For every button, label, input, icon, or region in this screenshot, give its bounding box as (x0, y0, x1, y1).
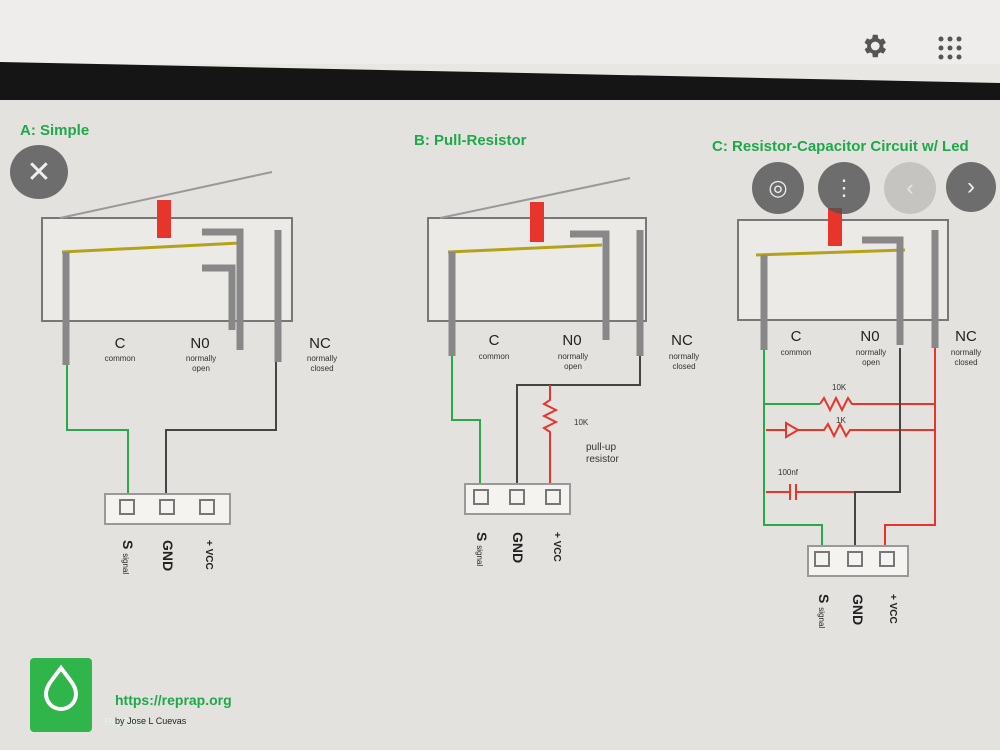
pin-gnd: GND (850, 594, 866, 626)
pin-vcc: + VCC (887, 594, 898, 624)
contact-nc-sub: normally closed (306, 354, 338, 373)
contact-no-sub: normally open (557, 352, 589, 371)
contact-c-sub: common (780, 348, 812, 357)
pin-vcc: + VCC (551, 532, 562, 562)
author-credit: by Jose L Cuevas (115, 716, 187, 726)
contact-nc-label: NC (955, 328, 977, 345)
resistor-label: 10K (574, 418, 589, 427)
pin-s: S signal (816, 594, 832, 629)
contact-c-sub: common (104, 354, 136, 363)
contact-no-label: N0 (860, 328, 880, 345)
pull-up-note: pull-up resistor (586, 442, 619, 465)
gear-icon[interactable] (856, 28, 892, 64)
contact-c-label: C (488, 332, 500, 349)
contact-c-label: C (790, 328, 802, 345)
pin-vcc: + VCC (203, 540, 214, 570)
contact-nc-sub: normally closed (950, 348, 982, 367)
contact-nc-sub: normally closed (668, 352, 700, 371)
contact-nc-label: NC (671, 332, 693, 349)
contact-no-sub: normally open (855, 348, 887, 367)
pin-s: S signal (474, 532, 490, 567)
close-icon[interactable]: ✕ (10, 145, 68, 199)
reprap-link[interactable]: https://reprap.org (115, 692, 232, 708)
contact-no-label: N0 (190, 335, 210, 352)
contact-c-sub: common (478, 352, 510, 361)
lens-icon[interactable]: ◎ (752, 162, 804, 214)
relay-diagram (41, 171, 949, 577)
reprap-logo: RepRap (30, 658, 141, 732)
pin-s: S signal (120, 540, 136, 575)
panel-c-title: C: Resistor-Capacitor Circuit w/ Led (712, 138, 969, 155)
contact-nc-label: NC (309, 335, 331, 352)
grid-icon[interactable] (932, 30, 968, 66)
panel-b-title: B: Pull-Resistor (414, 132, 527, 149)
cap-label: 100nf (778, 468, 799, 477)
pin-gnd: GND (160, 540, 176, 572)
r1-label: 10K (832, 383, 847, 392)
r2-label: 1K (836, 416, 846, 425)
top-bar (0, 0, 1000, 64)
chevron-right-icon[interactable]: › (946, 162, 996, 212)
contact-no-label: N0 (562, 332, 582, 349)
contact-no-sub: normally open (185, 354, 217, 373)
pin-gnd: GND (510, 532, 526, 564)
contact-c-label: C (114, 335, 126, 352)
more-vert-icon[interactable]: ⋮ (818, 162, 870, 214)
chevron-left-icon[interactable]: ‹ (884, 162, 936, 214)
logo-text: RepRap (104, 717, 142, 728)
panel-a-title: A: Simple (20, 122, 90, 139)
